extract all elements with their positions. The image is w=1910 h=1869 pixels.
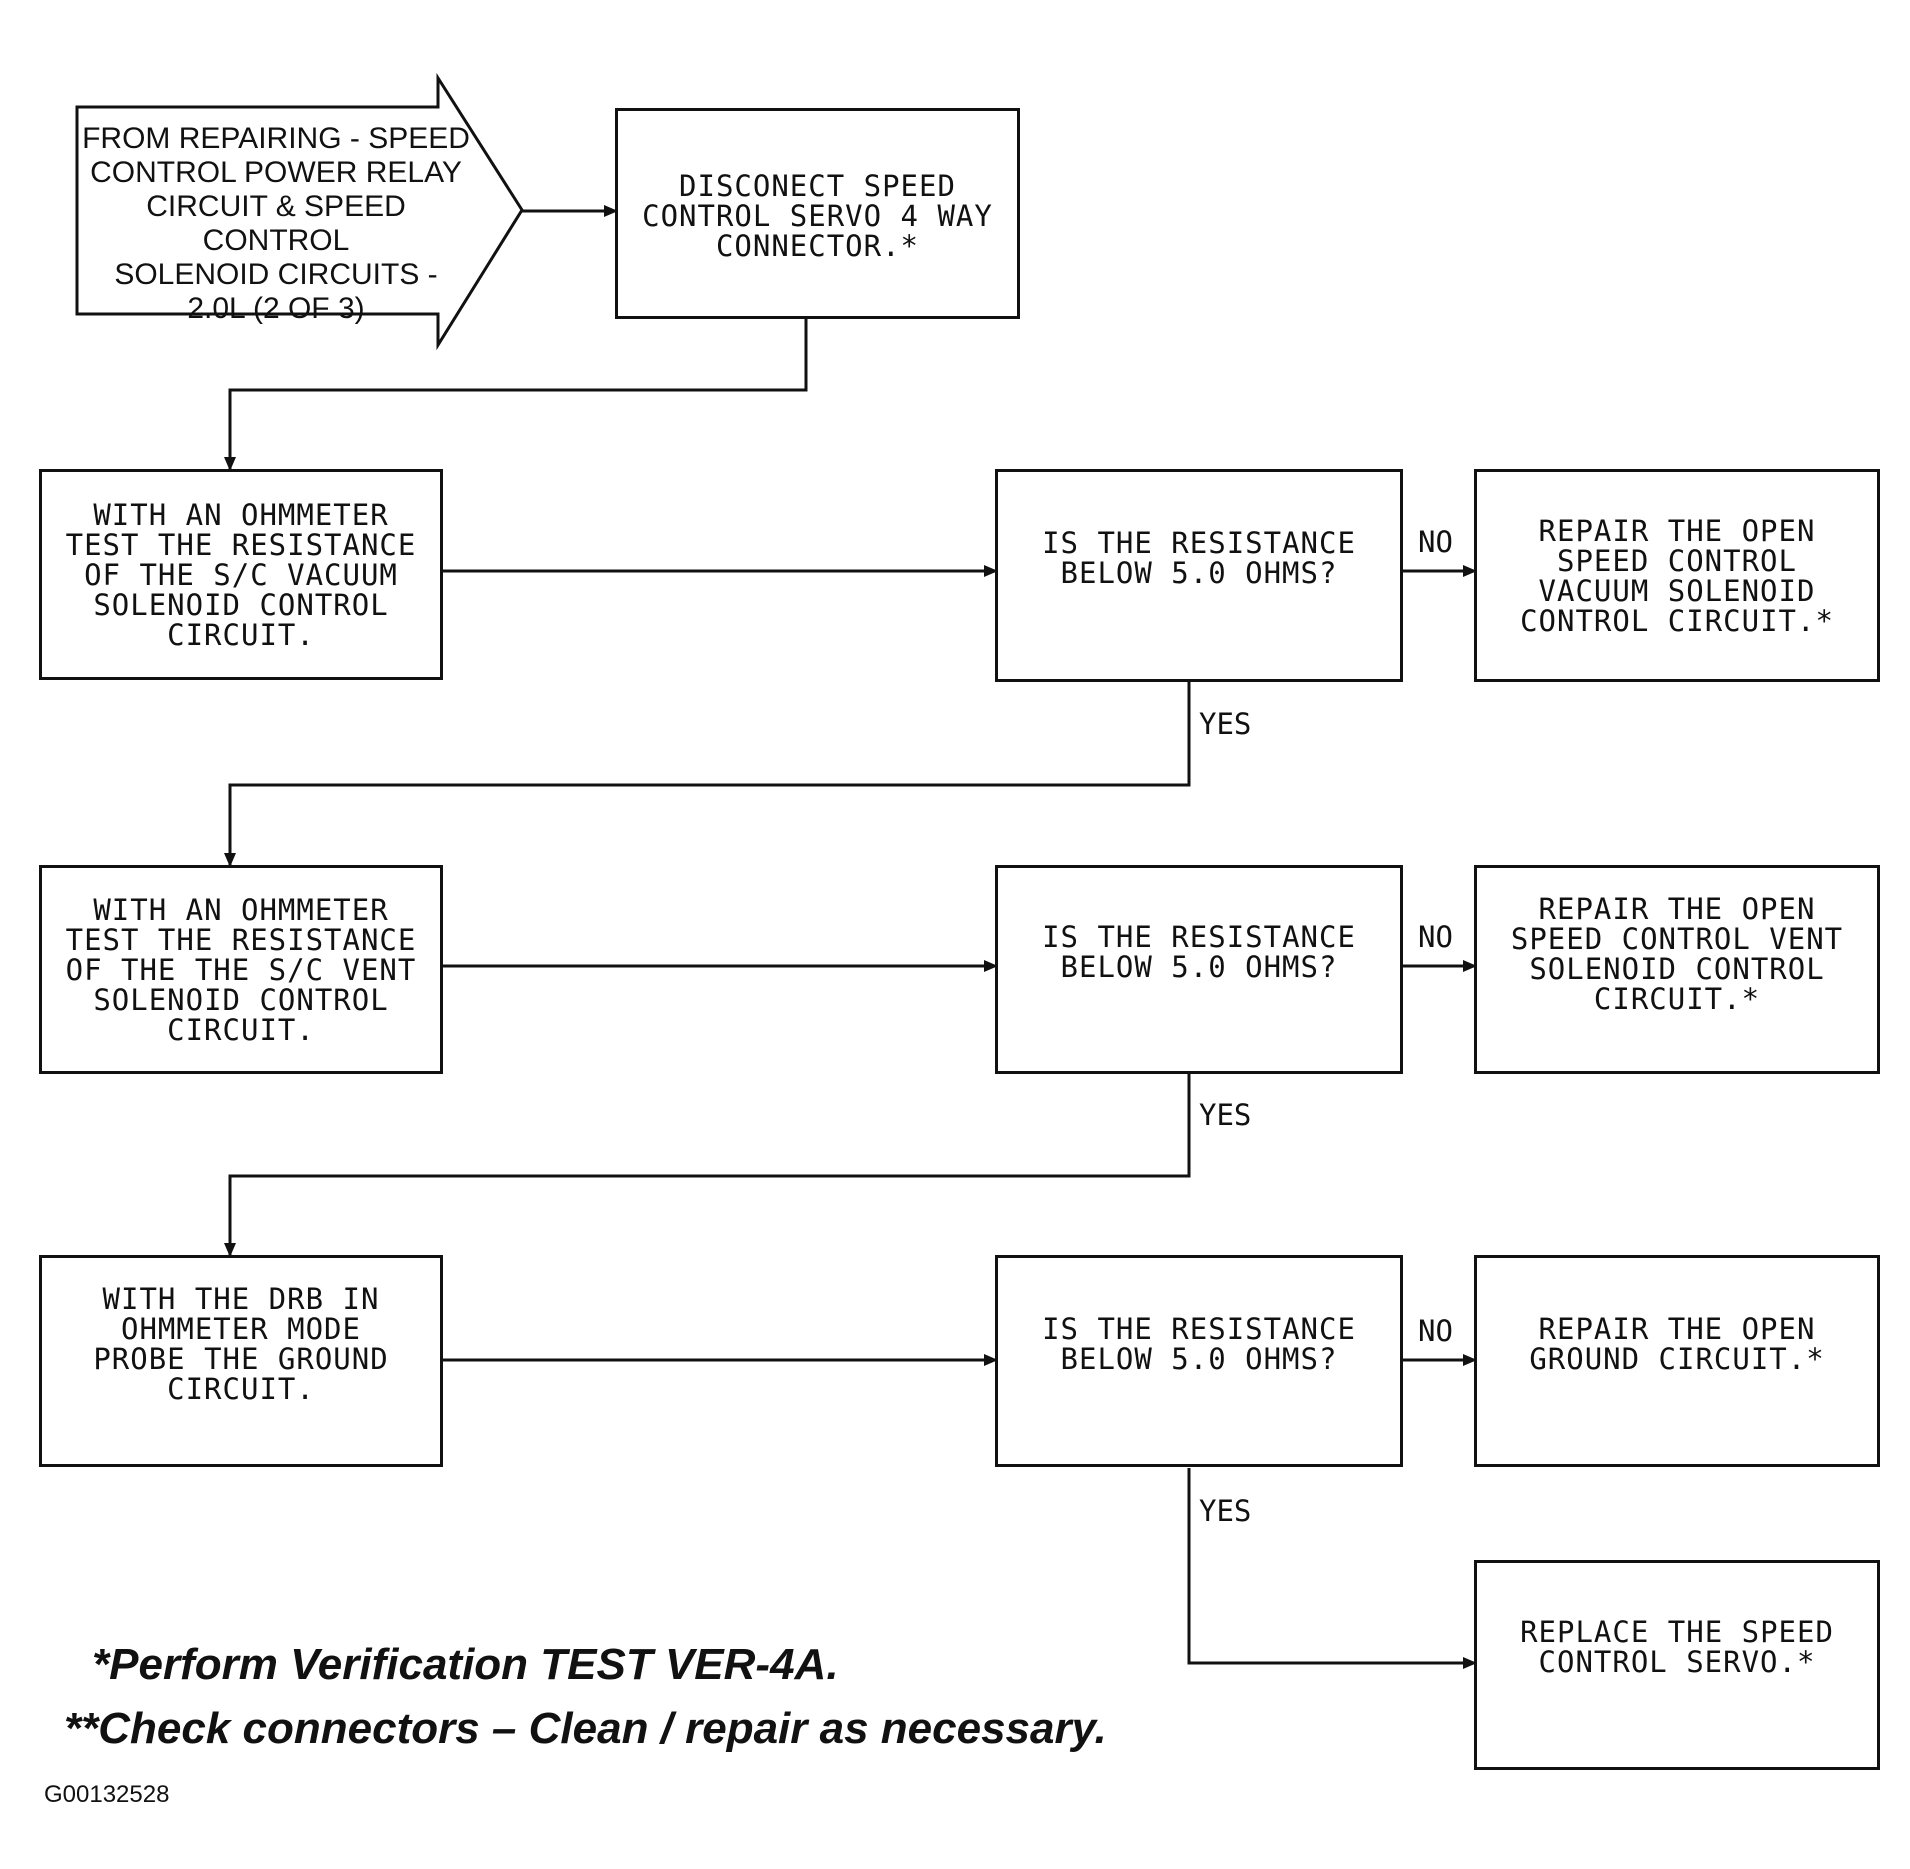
step-disconnect-text: DISCONECT SPEED CONTROL SERVO 4 WAY CONN… — [642, 169, 993, 263]
label-yes-q2: YES — [1199, 1098, 1252, 1132]
entry-arrow-shape — [75, 72, 524, 351]
label-yes-q3: YES — [1199, 1494, 1252, 1528]
step-disconnect-connector: DISCONECT SPEED CONTROL SERVO 4 WAY CONN… — [615, 108, 1020, 319]
step-test-vacuum-text: WITH AN OHMMETER TEST THE RESISTANCE OF … — [65, 497, 417, 652]
decision-q3-text: IS THE RESISTANCE BELOW 5.0 OHMS? — [1042, 1312, 1356, 1376]
connector-q1-yes — [224, 682, 1191, 867]
step-test-vent-circuit: WITH AN OHMMETER TEST THE RESISTANCE OF … — [39, 865, 443, 1074]
outcome-repair-vacuum: REPAIR THE OPEN SPEED CONTROL VACUUM SOL… — [1474, 469, 1880, 682]
step-test-ground-text: WITH THE DRB IN OHMMETER MODE PROBE THE … — [93, 1282, 389, 1406]
figure-id: G00132528 — [44, 1781, 170, 1808]
step-test-ground-circuit: WITH THE DRB IN OHMMETER MODE PROBE THE … — [39, 1255, 443, 1467]
decision-q3: IS THE RESISTANCE BELOW 5.0 OHMS? — [995, 1255, 1403, 1467]
connector-q3-yes — [1187, 1468, 1477, 1669]
decision-q2: IS THE RESISTANCE BELOW 5.0 OHMS? — [995, 865, 1403, 1074]
label-no-q2: NO — [1418, 920, 1453, 954]
decision-q1: IS THE RESISTANCE BELOW 5.0 OHMS? — [995, 469, 1403, 682]
outcome-repair-vent: REPAIR THE OPEN SPEED CONTROL VENT SOLEN… — [1474, 865, 1880, 1074]
step-test-vent-text: WITH AN OHMMETER TEST THE RESISTANCE OF … — [65, 892, 417, 1047]
footnote-check-connectors: **Check connectors – Clean / repair as n… — [64, 1704, 1107, 1753]
entry-arrow-text: FROM REPAIRING - SPEED CONTROL POWER REL… — [82, 122, 470, 325]
outcome-replace-servo: REPLACE THE SPEED CONTROL SERVO.* — [1474, 1560, 1880, 1770]
footnote-verification: *Perform Verification TEST VER-4A. — [92, 1640, 839, 1689]
outcome-repair-ground: REPAIR THE OPEN GROUND CIRCUIT.* — [1474, 1255, 1880, 1467]
outcome-replace-servo-text: REPLACE THE SPEED CONTROL SERVO.* — [1520, 1615, 1834, 1679]
decision-q1-text: IS THE RESISTANCE BELOW 5.0 OHMS? — [1042, 526, 1356, 590]
outcome-repair-vacuum-text: REPAIR THE OPEN SPEED CONTROL VACUUM SOL… — [1520, 513, 1834, 638]
decision-q2-text: IS THE RESISTANCE BELOW 5.0 OHMS? — [1042, 920, 1356, 984]
label-no-q3: NO — [1418, 1314, 1453, 1348]
connector-q2-yes — [224, 1072, 1191, 1257]
outcome-repair-vent-text: REPAIR THE OPEN SPEED CONTROL VENT SOLEN… — [1510, 892, 1844, 1016]
outcome-repair-ground-text: REPAIR THE OPEN GROUND CIRCUIT.* — [1529, 1312, 1825, 1376]
label-no-q1: NO — [1418, 525, 1453, 559]
step-test-vacuum-circuit: WITH AN OHMMETER TEST THE RESISTANCE OF … — [39, 469, 443, 680]
label-yes-q1: YES — [1199, 707, 1252, 741]
connector-disconnect-to-test-vacuum — [224, 318, 808, 471]
